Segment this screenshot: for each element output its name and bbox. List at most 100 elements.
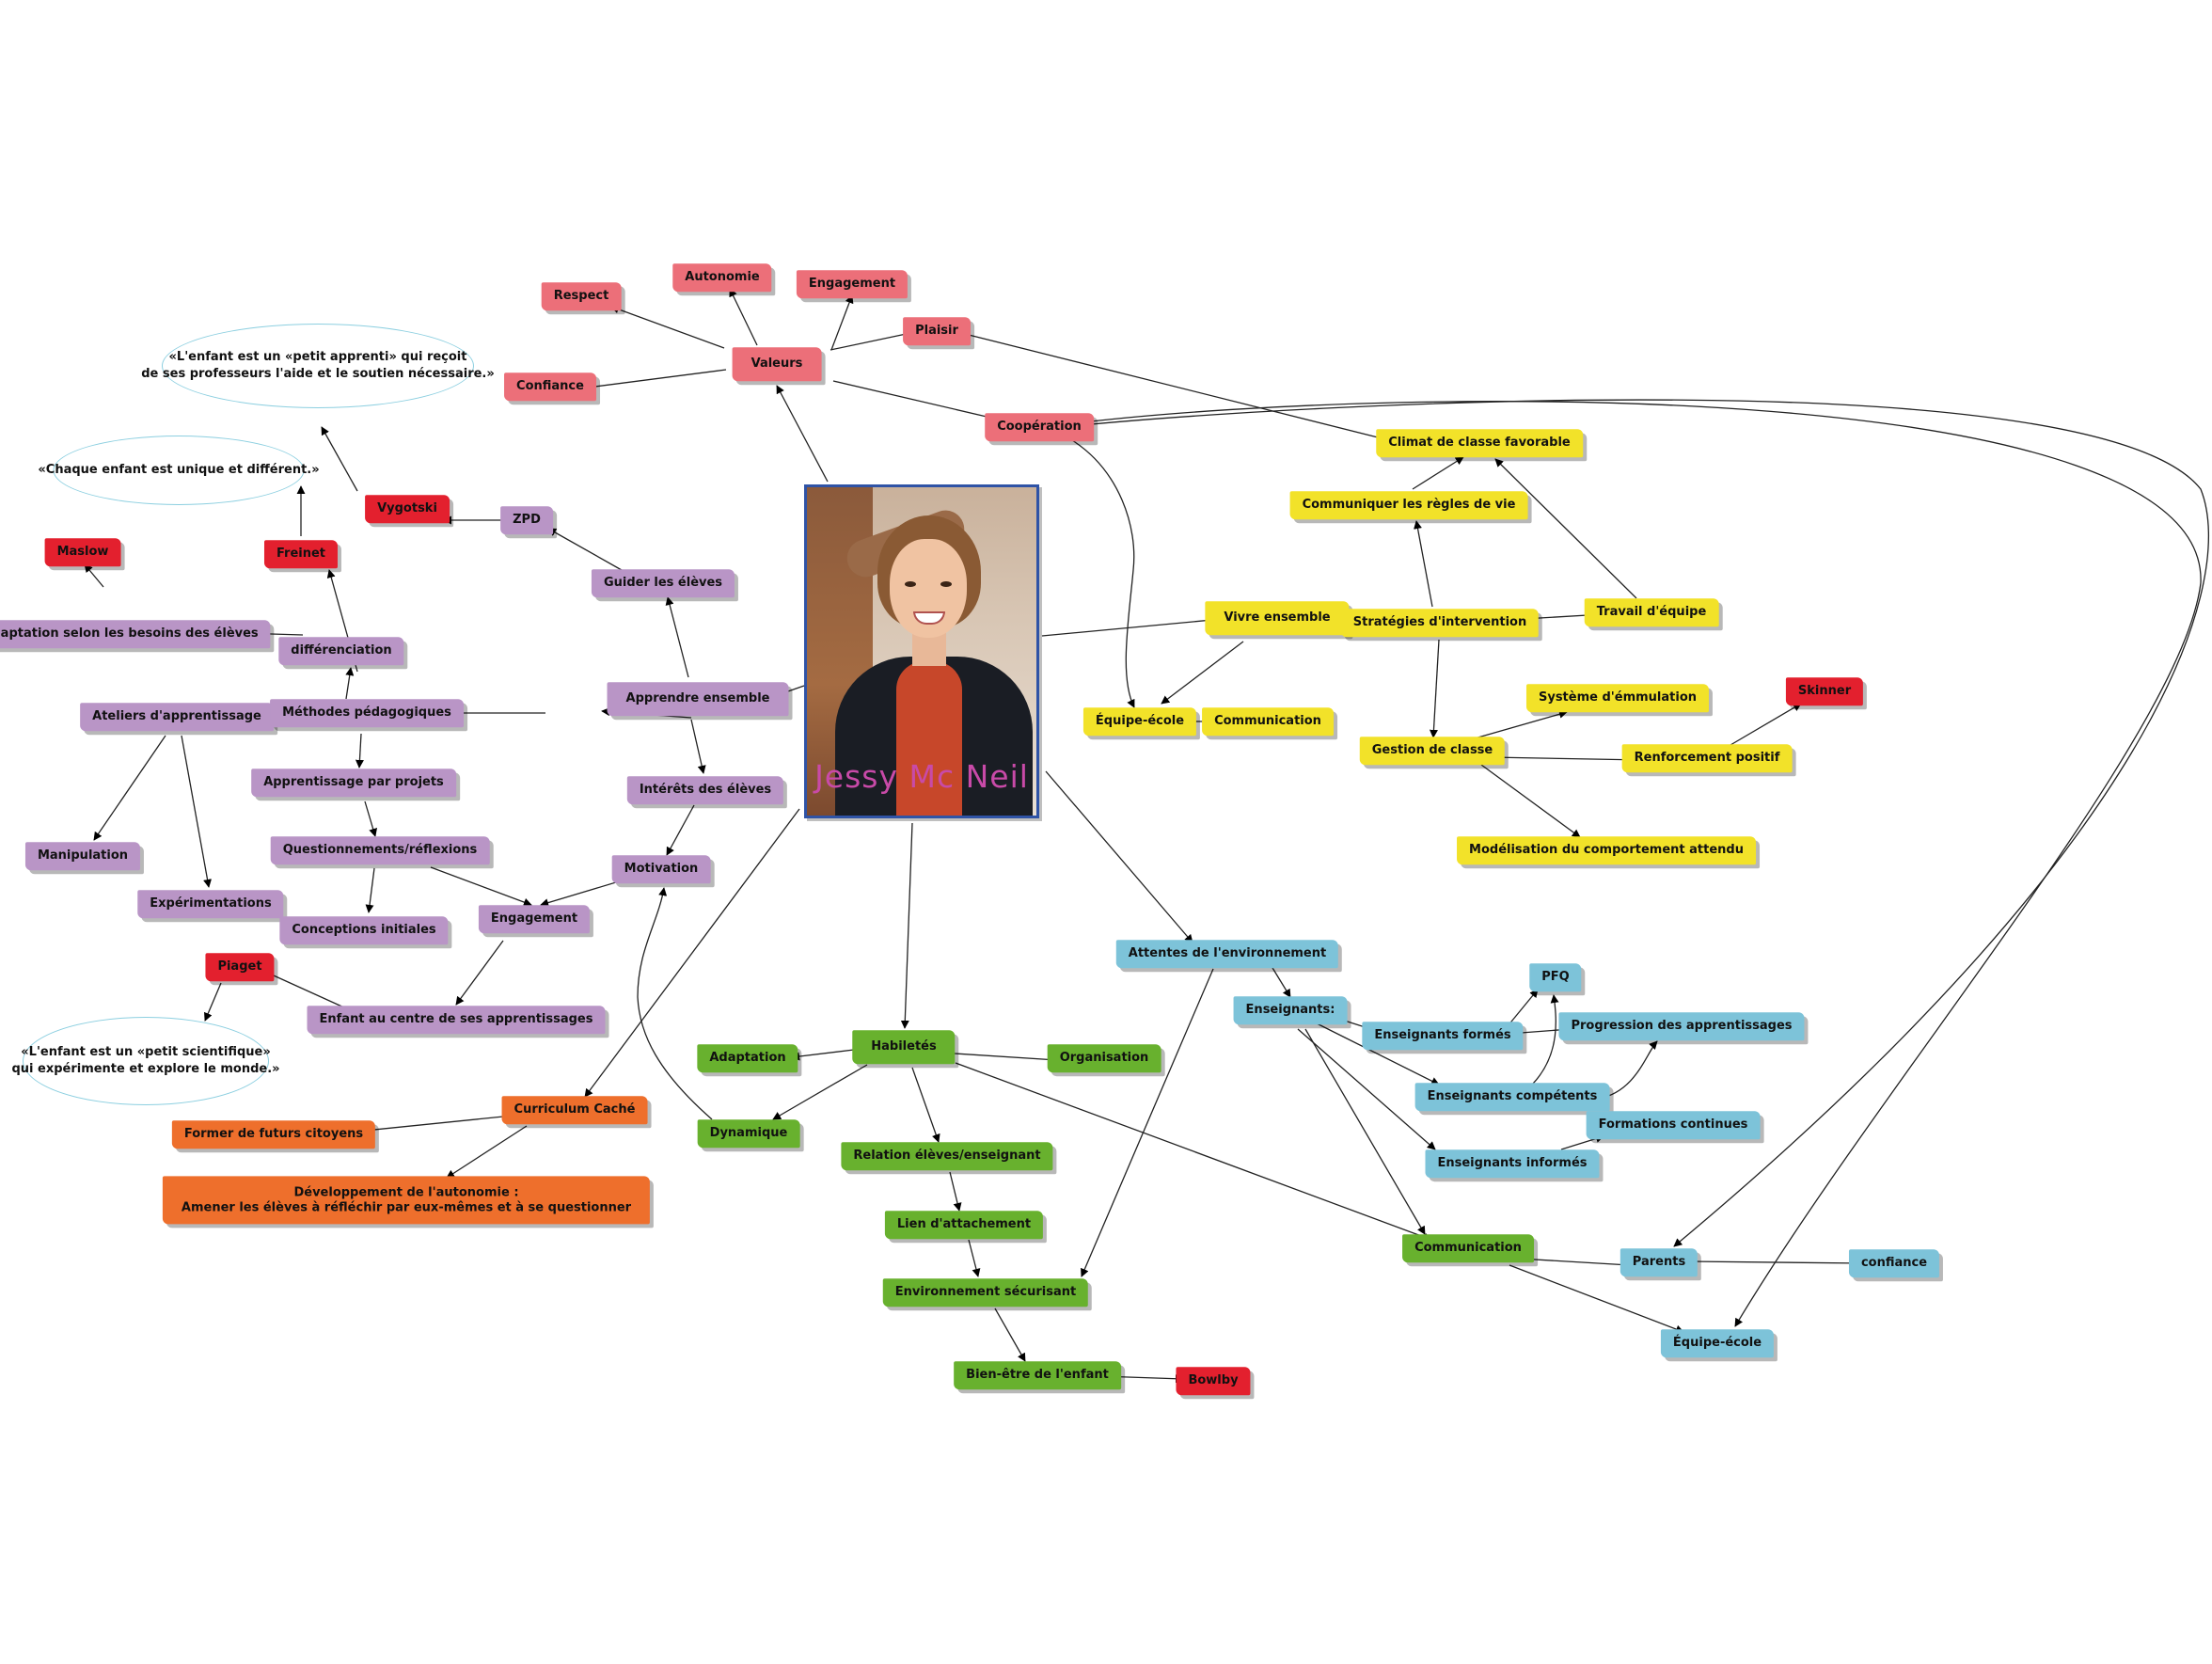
photo-eye	[905, 581, 916, 587]
node-enfant-centre[interactable]: Enfant au centre de ses apprentissages	[307, 1006, 606, 1034]
connector-arrow	[1316, 1022, 1440, 1086]
node-curriculum-cache[interactable]: Curriculum Caché	[501, 1096, 648, 1124]
node-interets[interactable]: Intérêts des élèves	[626, 776, 784, 804]
node-guider[interactable]: Guider les élèves	[591, 569, 735, 597]
connector-arrow	[93, 735, 166, 841]
connector-arrow	[900, 822, 913, 1029]
node-attentes[interactable]: Attentes de l'environnement	[1115, 940, 1339, 968]
node-manipulation[interactable]: Manipulation	[24, 842, 141, 870]
connector-arrow	[181, 735, 212, 888]
node-piaget[interactable]: Piaget	[205, 953, 275, 981]
connector-arrow	[1081, 968, 1214, 1277]
node-strategies[interactable]: Stratégies d'intervention	[1340, 609, 1540, 637]
node-skinner[interactable]: Skinner	[1785, 677, 1864, 705]
connector-arrow	[1730, 703, 1802, 746]
node-bowlby[interactable]: Bowlby	[1176, 1367, 1251, 1395]
connector-arrow	[690, 719, 706, 774]
node-vivre-ensemble[interactable]: Vivre ensemble	[1205, 601, 1350, 635]
node-pfq[interactable]: PFQ	[1529, 963, 1582, 991]
connector-arrow	[1414, 520, 1433, 608]
node-apprentissage-projets[interactable]: Apprentissage par projets	[251, 769, 456, 797]
connector-arrow	[1269, 962, 1291, 998]
node-modelisation[interactable]: Modélisation du comportement attendu	[1457, 836, 1756, 864]
node-communiquer-regles[interactable]: Communiquer les règles de vie	[1289, 491, 1528, 519]
node-bien-etre[interactable]: Bien-être de l'enfant	[954, 1361, 1121, 1389]
node-communication-habiletes[interactable]: Communication	[1402, 1234, 1534, 1262]
node-travail-equipe[interactable]: Travail d'équipe	[1584, 598, 1719, 626]
node-gestion-classe[interactable]: Gestion de classe	[1359, 737, 1506, 765]
node-organisation[interactable]: Organisation	[1047, 1044, 1161, 1072]
node-renforcement[interactable]: Renforcement positif	[1621, 744, 1793, 772]
node-motivation[interactable]: Motivation	[611, 855, 711, 883]
node-engagement-motivation[interactable]: Engagement	[478, 905, 591, 933]
connector-arrow	[994, 1307, 1026, 1362]
node-communication-vivre[interactable]: Communication	[1202, 707, 1334, 736]
central-photo: Jessy Mc Neil	[804, 484, 1039, 818]
node-autonomie[interactable]: Autonomie	[672, 263, 772, 292]
node-apprendre-ensemble[interactable]: Apprendre ensemble	[607, 682, 789, 716]
node-habiletes[interactable]: Habiletés	[852, 1030, 956, 1064]
node-enseignants-informes[interactable]: Enseignants informés	[1425, 1149, 1600, 1178]
node-cooperation[interactable]: Coopération	[985, 413, 1094, 441]
node-parents[interactable]: Parents	[1620, 1248, 1698, 1276]
connector-curve	[1090, 401, 2202, 1327]
connector-arrow	[1429, 639, 1440, 738]
node-equipe-ecole-communication[interactable]: Équipe-école	[1660, 1329, 1775, 1357]
node-systeme-emulation[interactable]: Système d'émmulation	[1525, 684, 1710, 712]
node-engagement-valeur[interactable]: Engagement	[796, 270, 908, 298]
node-developpement-autonomie[interactable]: Développement de l'autonomie : Amener le…	[162, 1176, 651, 1225]
node-conceptions[interactable]: Conceptions initiales	[279, 916, 449, 944]
node-climat-classe[interactable]: Climat de classe favorable	[1376, 429, 1583, 457]
node-futurs-citoyens[interactable]: Former de futurs citoyens	[171, 1120, 376, 1149]
node-relation[interactable]: Relation élèves/enseignant	[841, 1142, 1053, 1170]
node-valeurs[interactable]: Valeurs	[732, 347, 822, 381]
node-environnement[interactable]: Environnement sécurisant	[882, 1278, 1089, 1307]
connector-arrow	[1480, 764, 1581, 838]
connector-curve	[1532, 994, 1559, 1085]
connector-arrow	[1474, 709, 1568, 739]
connector-arrow	[321, 426, 358, 492]
node-equipe-ecole-vivre[interactable]: Équipe-école	[1082, 707, 1197, 736]
node-enseignants-competents[interactable]: Enseignants compétents	[1414, 1083, 1610, 1111]
connector-arrow	[587, 369, 727, 391]
node-methodes[interactable]: Méthodes pédagogiques	[270, 699, 464, 727]
node-lien-attachement[interactable]: Lien d'attachement	[884, 1211, 1044, 1239]
node-freinet[interactable]: Freinet	[263, 540, 339, 568]
connector-arrow	[1161, 641, 1244, 705]
node-experimentations[interactable]: Expérimentations	[137, 890, 284, 918]
node-respect[interactable]: Respect	[541, 282, 622, 310]
node-dynamique[interactable]: Dynamique	[697, 1119, 800, 1148]
connector-arrow	[830, 294, 854, 351]
connector-arrow	[204, 982, 222, 1022]
node-adaptation[interactable]: Adaptation	[697, 1044, 798, 1072]
connector-arrow	[1687, 1259, 1865, 1268]
connector-arrow	[666, 804, 695, 856]
node-zpd[interactable]: ZPD	[500, 506, 553, 534]
node-maslow[interactable]: Maslow	[44, 538, 121, 566]
connector-arrow	[791, 1049, 855, 1061]
connector-curve	[1081, 399, 2209, 1247]
connector-arrow	[1304, 1028, 1426, 1235]
node-differenciation[interactable]: différenciation	[278, 637, 404, 665]
node-confiance-valeur[interactable]: Confiance	[504, 372, 596, 401]
connector-arrow	[446, 1125, 528, 1179]
connector-arrow	[1412, 456, 1464, 490]
node-plaisir[interactable]: Plaisir	[903, 317, 971, 345]
connector-arrow	[1490, 755, 1645, 765]
connector-arrow	[1041, 615, 1224, 637]
connector-arrow	[264, 971, 347, 1009]
node-progression[interactable]: Progression des apprentissages	[1558, 1012, 1805, 1040]
connector-arrow	[772, 1064, 868, 1120]
node-questionnements[interactable]: Questionnements/réflexions	[270, 836, 490, 864]
node-ateliers[interactable]: Ateliers d'apprentissage	[80, 703, 274, 731]
connector-arrow	[729, 288, 758, 346]
node-enseignants-formes[interactable]: Enseignants formés	[1362, 1022, 1524, 1050]
node-adaptation-besoins[interactable]: Adaptation selon les besoins des élèves	[0, 620, 271, 648]
connector-arrow	[911, 1067, 940, 1143]
node-confiance-parents[interactable]: confiance	[1848, 1249, 1940, 1277]
connector-arrow	[430, 866, 532, 907]
node-enseignants[interactable]: Enseignants:	[1233, 996, 1348, 1024]
node-vygotski[interactable]: Vygotski	[365, 495, 450, 523]
node-formations-continues[interactable]: Formations continues	[1586, 1111, 1761, 1139]
